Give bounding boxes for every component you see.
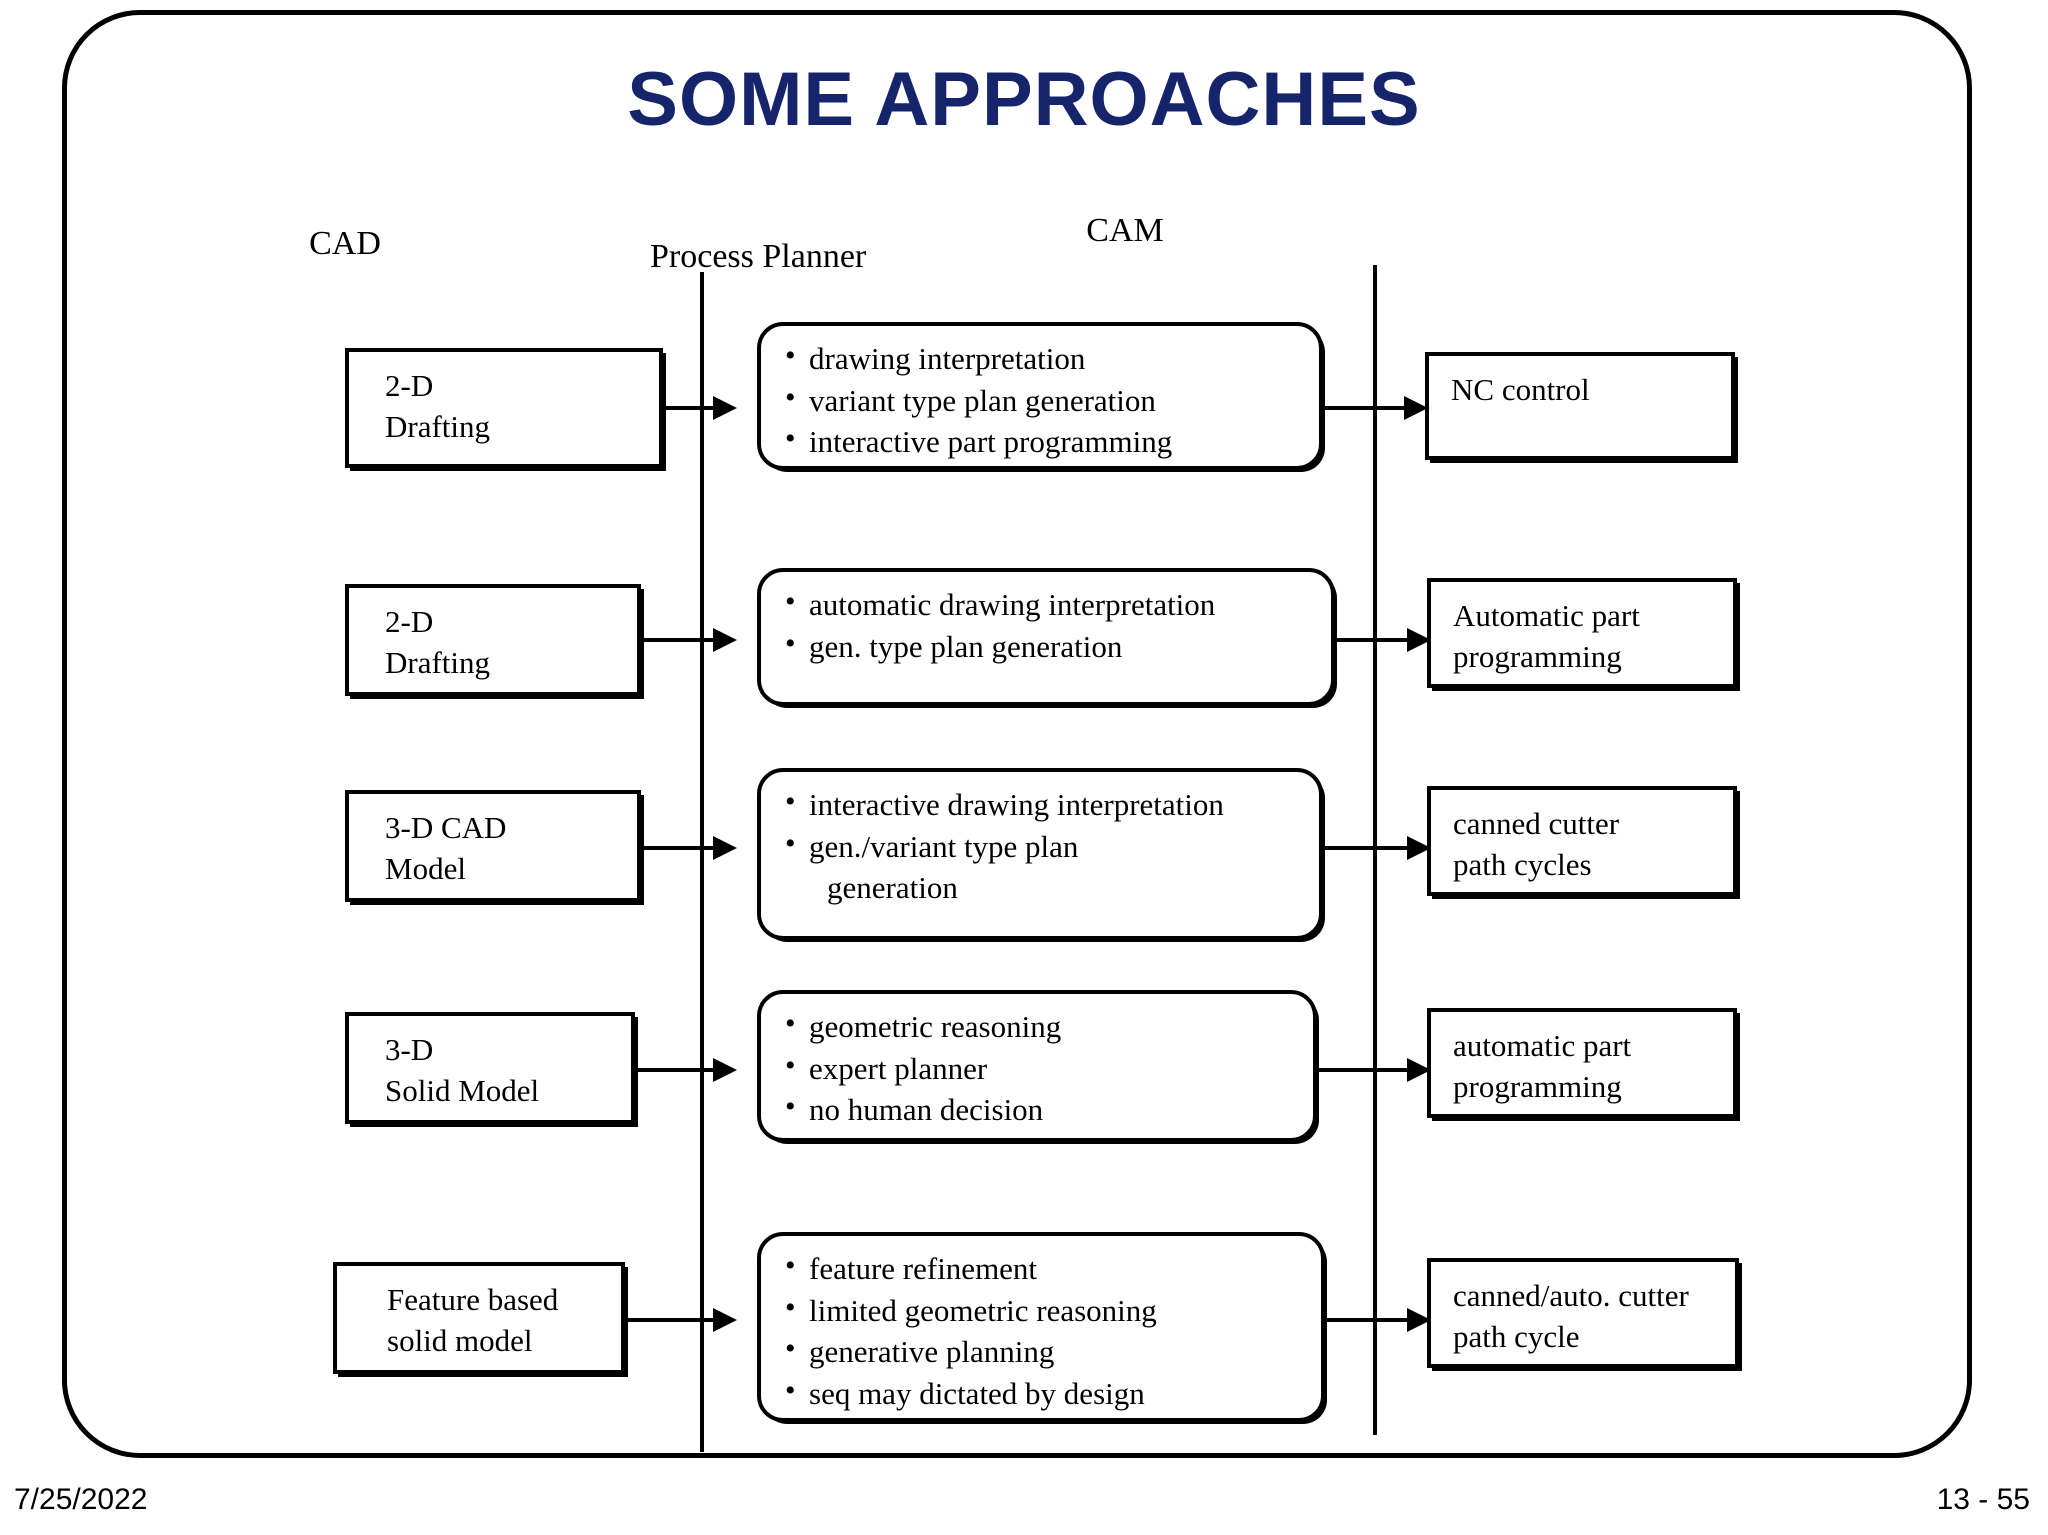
- planner-bullet: interactive drawing interpretation: [783, 782, 1301, 826]
- column-header-cam: CAM: [1086, 212, 1164, 249]
- planner-bullet: automatic drawing interpretation: [783, 582, 1313, 626]
- planner-box[interactable]: automatic drawing interpretation gen. ty…: [757, 568, 1335, 706]
- column-header-cad: CAD: [309, 225, 381, 262]
- cad-line: 3-D: [385, 1032, 434, 1067]
- arrow-cad-to-planner: [641, 836, 739, 860]
- footer-page-number: 13 - 55: [1936, 1483, 2030, 1516]
- cam-line: NC control: [1451, 372, 1590, 407]
- arrow-cad-to-planner: [641, 628, 739, 652]
- planner-bullet: generative planning: [783, 1329, 1303, 1373]
- cam-line: canned/auto. cutter: [1453, 1278, 1689, 1313]
- planner-box[interactable]: feature refinement limited geometric rea…: [757, 1232, 1325, 1422]
- cad-line: Drafting: [385, 644, 491, 680]
- page-title: SOME APPROACHES: [627, 57, 1421, 142]
- planner-box[interactable]: interactive drawing interpretation gen./…: [757, 768, 1323, 940]
- cam-line: Automatic part: [1453, 598, 1640, 633]
- planner-bullet: no human decision: [783, 1087, 1295, 1131]
- footer-date: 7/25/2022: [14, 1483, 148, 1516]
- cam-box[interactable]: NC control: [1425, 352, 1735, 460]
- arrow-planner-to-cam: [1335, 628, 1431, 652]
- slide-border-frame: [62, 10, 1972, 1458]
- arrow-planner-to-cam: [1325, 1308, 1431, 1332]
- cad-line: 3-D CAD: [385, 810, 507, 845]
- planner-bullet: drawing interpretation: [783, 336, 1301, 380]
- planner-bullet: variant type plan generation: [783, 378, 1301, 422]
- cad-line: 2-D: [385, 368, 434, 403]
- cad-line: Solid Model: [385, 1072, 540, 1108]
- planner-bullet: expert planner: [783, 1046, 1295, 1090]
- cam-line: programming: [1453, 638, 1622, 674]
- cam-box[interactable]: canned/auto. cutter path cycle: [1427, 1258, 1739, 1368]
- cad-line: 2-D: [385, 604, 434, 639]
- divider-line-planner-cam: [1373, 265, 1377, 1435]
- arrow-planner-to-cam: [1317, 1058, 1431, 1082]
- arrow-planner-to-cam: [1323, 836, 1431, 860]
- cam-box[interactable]: canned cutter path cycles: [1427, 786, 1737, 896]
- cam-line: path cycles: [1453, 846, 1592, 882]
- planner-box[interactable]: drawing interpretation variant type plan…: [757, 322, 1323, 470]
- cam-box[interactable]: automatic part programming: [1427, 1008, 1737, 1118]
- cad-box[interactable]: 3-D Solid Model: [345, 1012, 635, 1124]
- arrow-planner-to-cam: [1323, 396, 1428, 420]
- planner-bullet: geometric reasoning: [783, 1004, 1295, 1048]
- arrow-cad-to-planner: [635, 1058, 739, 1082]
- cam-box[interactable]: Automatic part programming: [1427, 578, 1737, 688]
- cad-box[interactable]: 2-D Drafting: [345, 584, 641, 696]
- planner-box[interactable]: geometric reasoning expert planner no hu…: [757, 990, 1317, 1142]
- cad-box[interactable]: Feature based solid model: [333, 1262, 625, 1374]
- planner-bullet: gen. type plan generation: [783, 624, 1313, 668]
- arrow-cad-to-planner: [625, 1308, 739, 1332]
- cam-line: programming: [1453, 1068, 1622, 1104]
- cad-line: Feature based: [387, 1282, 559, 1317]
- cad-line: Drafting: [385, 408, 491, 444]
- cad-line: solid model: [387, 1322, 533, 1358]
- cam-line: canned cutter: [1453, 806, 1620, 841]
- cad-box[interactable]: 3-D CAD Model: [345, 790, 641, 902]
- planner-bullet: feature refinement: [783, 1246, 1303, 1290]
- divider-line-cad-planner: [700, 272, 704, 1452]
- cam-line: path cycle: [1453, 1318, 1580, 1354]
- cam-line: automatic part: [1453, 1028, 1632, 1063]
- cad-box[interactable]: 2-D Drafting: [345, 348, 663, 468]
- planner-bullet-continuation: generation: [827, 870, 958, 906]
- planner-bullet: gen./variant type plan: [783, 824, 1301, 868]
- column-header-process-planner: Process Planner: [650, 238, 867, 275]
- cad-line: Model: [385, 850, 466, 886]
- arrow-cad-to-planner: [663, 396, 738, 420]
- planner-bullet: limited geometric reasoning: [783, 1288, 1303, 1332]
- planner-bullet: interactive part programming: [783, 419, 1301, 463]
- planner-bullet: seq may dictated by design: [783, 1371, 1303, 1415]
